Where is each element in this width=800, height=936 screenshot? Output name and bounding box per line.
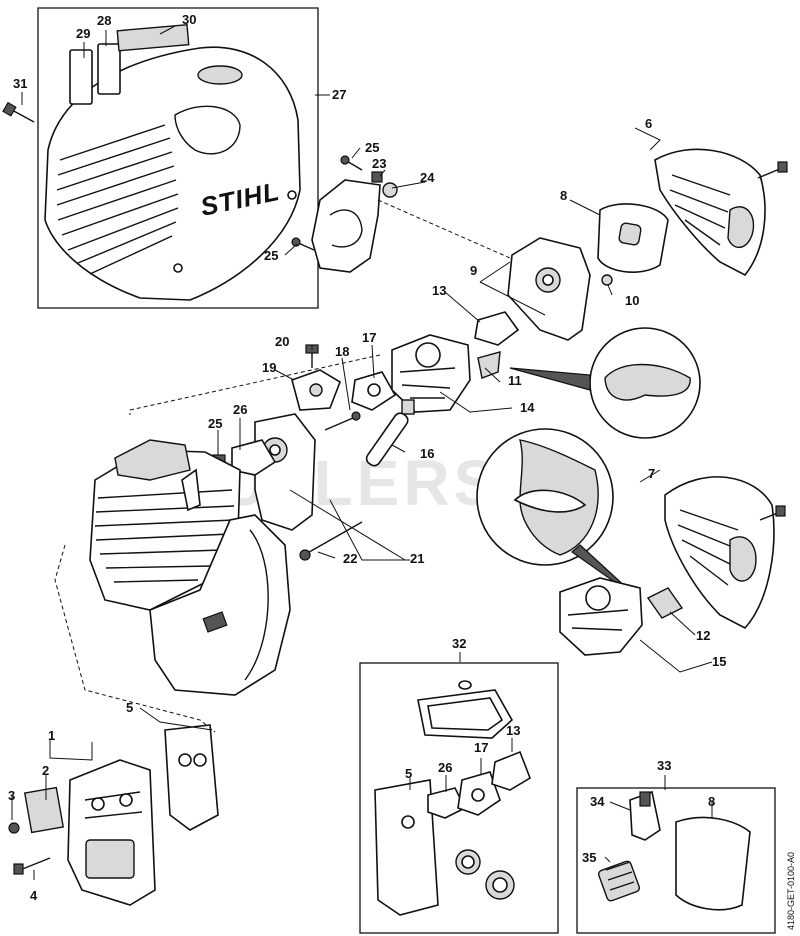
screw-6 (757, 161, 788, 179)
screw-3 (8, 822, 20, 834)
decal-30 (116, 23, 190, 52)
callout-26-upper: 26 (233, 402, 247, 417)
callout-15: 15 (712, 654, 726, 669)
gasket-kit-32 (374, 680, 531, 916)
callout-12: 12 (696, 628, 710, 643)
callout-25-left: 25 (264, 248, 278, 263)
air-filter-cover-6 (654, 148, 766, 277)
callout-26-kit: 26 (438, 760, 452, 775)
callout-10: 10 (625, 293, 639, 308)
callout-7: 7 (648, 466, 655, 481)
air-filter-cover-7 (664, 476, 775, 629)
callout-16: 16 (420, 446, 434, 461)
callout-3: 3 (8, 788, 15, 803)
callout-18: 18 (335, 344, 349, 359)
assembly-line-2 (129, 354, 381, 415)
callout-25-middle: 25 (208, 416, 222, 431)
callout-27: 27 (332, 87, 346, 102)
callout-28: 28 (97, 13, 111, 28)
callout-22: 22 (343, 551, 357, 566)
screw-31 (2, 101, 35, 123)
callout-14: 14 (520, 400, 535, 415)
shroud-group-frame (37, 7, 319, 309)
callout-9: 9 (470, 263, 477, 278)
callout-5-kit: 5 (405, 766, 412, 781)
callout-17-upper: 17 (362, 330, 376, 345)
drawing-code: 4180-GET-0100-A0 (786, 852, 796, 930)
leader-lines (11, 25, 713, 880)
callout-32: 32 (452, 636, 466, 651)
callout-13-kit: 13 (506, 723, 520, 738)
choke-lever-11 (477, 351, 501, 379)
filter-mesh-window (618, 222, 642, 246)
gasket-kit-frame (359, 662, 559, 934)
muffler-gasket-5 (164, 724, 219, 831)
decal-28 (97, 43, 121, 95)
callout-25-upper: 25 (365, 140, 379, 155)
gasket-17-hole (367, 383, 381, 397)
detail-circle-upper (509, 327, 701, 439)
gasket-13 (474, 311, 520, 346)
engine-shroud: STIHL (44, 46, 301, 301)
intake-manifold-21 (254, 413, 316, 531)
callout-34: 34 (590, 794, 605, 809)
grommet-10 (601, 274, 613, 286)
spark-arrestor-screen-2 (23, 786, 65, 834)
muffler-1 (67, 759, 156, 906)
callout-labels: 27 29 28 30 31 25 23 24 25 6 8 9 10 13 1… (8, 12, 726, 903)
service-kit-frame (576, 787, 776, 934)
carburetor-14 (391, 334, 471, 415)
part-19-hole (309, 383, 323, 397)
callout-20: 20 (275, 334, 289, 349)
screw-18 (324, 411, 361, 431)
callout-6: 6 (645, 116, 652, 131)
callout-8-kit: 8 (708, 794, 715, 809)
callout-11: 11 (508, 373, 522, 388)
callout-13-upper: 13 (432, 283, 446, 298)
screw-25-left (291, 237, 315, 251)
assembly-line-3 (54, 544, 216, 733)
choke-lever-12 (646, 587, 684, 619)
screw-7 (759, 505, 786, 521)
detail-circle-lower (476, 428, 641, 601)
callout-30: 30 (182, 12, 196, 27)
callout-1: 1 (48, 728, 55, 743)
callout-24: 24 (420, 170, 435, 185)
screw-25-upper (340, 155, 363, 171)
grommet-24 (382, 182, 398, 198)
callout-35: 35 (582, 850, 596, 865)
callout-4: 4 (30, 888, 38, 903)
carburetor-15 (559, 577, 643, 656)
callout-5-muffler: 5 (126, 700, 133, 715)
shroud-bracket (311, 171, 398, 273)
callout-2: 2 (42, 763, 49, 778)
callout-33: 33 (657, 758, 671, 773)
crankcase (149, 514, 291, 696)
callout-8: 8 (560, 188, 567, 203)
assembly-line-1 (377, 199, 511, 259)
callout-21: 21 (410, 551, 424, 566)
screw-4 (13, 857, 51, 875)
callout-19: 19 (262, 360, 276, 375)
gasket-5-hole-2 (193, 753, 207, 767)
callout-31: 31 (13, 76, 27, 91)
service-kit-33 (597, 790, 751, 911)
callout-29: 29 (76, 26, 90, 41)
filter-base-9 (507, 237, 591, 341)
decal-29 (69, 49, 93, 105)
callout-23: 23 (372, 156, 386, 171)
fuel-hose-16 (365, 412, 409, 467)
engine-cylinder (89, 439, 241, 611)
gasket-5-hole-1 (178, 753, 192, 767)
callout-17-kit: 17 (474, 740, 488, 755)
clip-23 (371, 171, 383, 183)
